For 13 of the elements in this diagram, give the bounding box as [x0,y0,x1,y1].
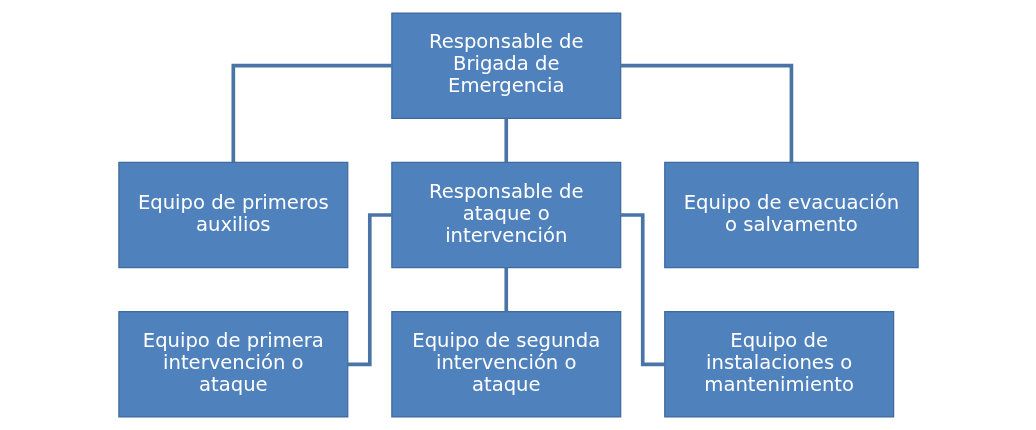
connector [620,213,665,367]
connector [503,118,508,163]
connector [620,63,793,163]
node-box: Responsable de ataque o intervención [390,161,621,269]
node-box: Equipo de primeros auxilios [117,161,348,269]
node-box: Equipo de instalaciones o mantenimiento [663,311,894,418]
connector [503,267,508,312]
node-box: Equipo de primera intervención o ataque [117,311,348,418]
node-box: Equipo de segunda intervención o ataque [390,311,621,418]
node-box: Equipo de evacuación o salvamento [663,161,919,269]
node-box: Responsable de Brigada de Emergencia [390,12,621,119]
connector [347,213,392,367]
connector [231,63,392,163]
